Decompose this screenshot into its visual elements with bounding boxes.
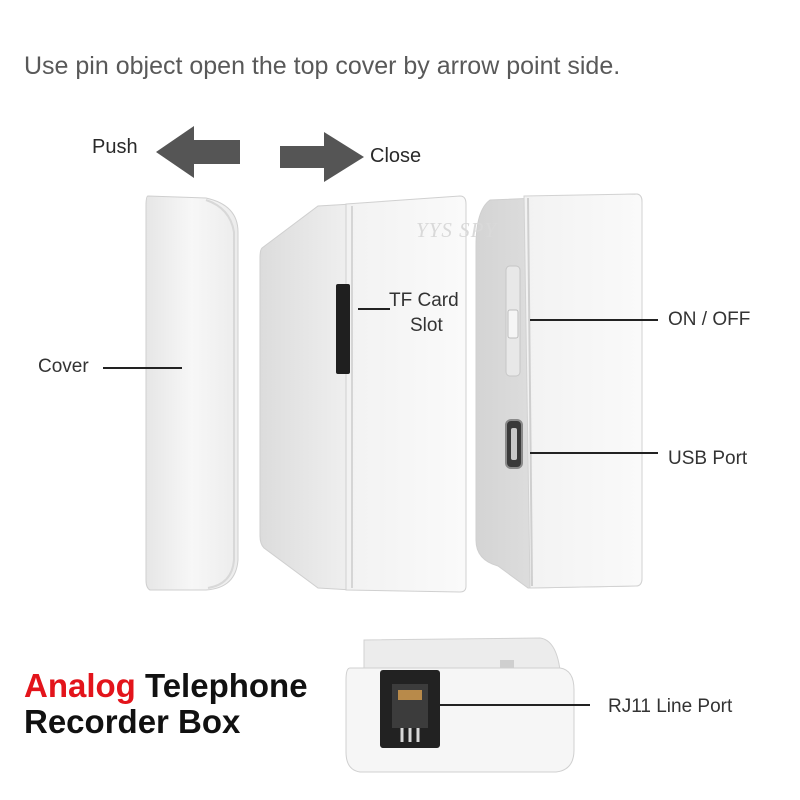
title-line2: Recorder Box: [24, 703, 241, 740]
tf-slot-label: Slot: [410, 315, 443, 336]
watermark: YYS SPY: [416, 218, 498, 242]
cover-label: Cover: [38, 356, 89, 377]
usb-port-label: USB Port: [668, 448, 748, 469]
product-title: Analog Telephone Recorder Box: [24, 668, 308, 740]
rj11-label: RJ11 Line Port: [608, 696, 733, 717]
title-rest: Telephone: [135, 667, 308, 704]
device-end-view: [475, 193, 643, 589]
instruction-text: Use pin object open the top cover by arr…: [24, 52, 621, 80]
tf-card-label: TF Card: [389, 290, 459, 311]
cover-part: [145, 195, 239, 591]
device-bottom-view: [345, 637, 575, 773]
push-arrow-icon: [156, 126, 240, 178]
push-label: Push: [92, 136, 138, 158]
title-highlight: Analog: [24, 667, 136, 704]
on-off-label: ON / OFF: [668, 309, 751, 330]
tf-card-slot: [336, 284, 350, 374]
close-label: Close: [370, 145, 422, 167]
device-side-view: [259, 195, 467, 593]
close-arrow-icon: [280, 132, 364, 182]
